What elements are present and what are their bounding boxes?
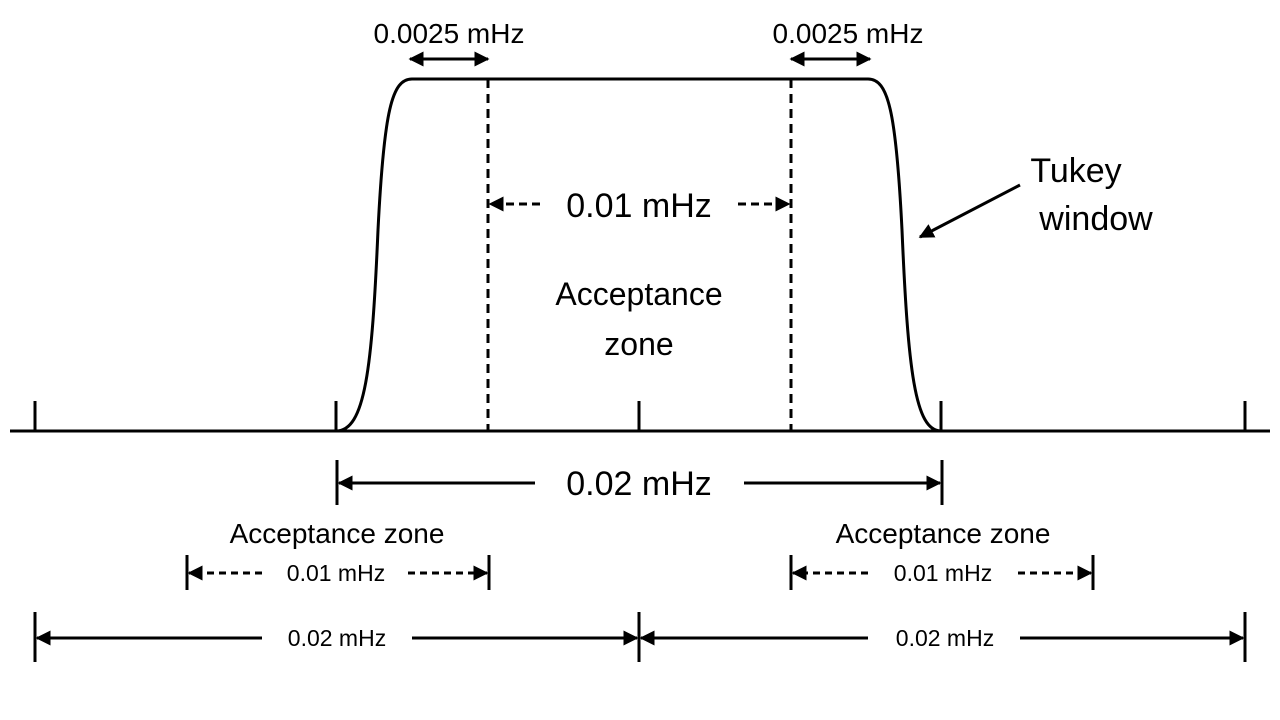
left-zone-width-label: 0.01 mHz xyxy=(287,560,385,586)
tukey-label-line2: window xyxy=(1038,200,1153,238)
window-width-label: 0.02 mHz xyxy=(566,465,712,503)
tukey-label-line1: Tukey xyxy=(1030,152,1121,190)
axis-ticks xyxy=(33,401,1247,431)
tukey-pointer-arrow xyxy=(918,183,1021,239)
center-zone-label-line2: zone xyxy=(604,326,673,362)
taper-left-label: 0.0025 mHz xyxy=(374,18,525,49)
center-zone-label-line1: Acceptance xyxy=(555,276,722,312)
right-zone-width-label: 0.01 mHz xyxy=(894,560,992,586)
center-zone-width-label: 0.01 mHz xyxy=(566,187,712,225)
right-zone-title: Acceptance zone xyxy=(836,518,1051,549)
left-window-width-label: 0.02 mHz xyxy=(288,625,386,651)
taper-right-label: 0.0025 mHz xyxy=(773,18,924,49)
tukey-window-curve xyxy=(335,77,942,433)
right-window-width-label: 0.02 mHz xyxy=(896,625,994,651)
left-zone-title: Acceptance zone xyxy=(230,518,445,549)
